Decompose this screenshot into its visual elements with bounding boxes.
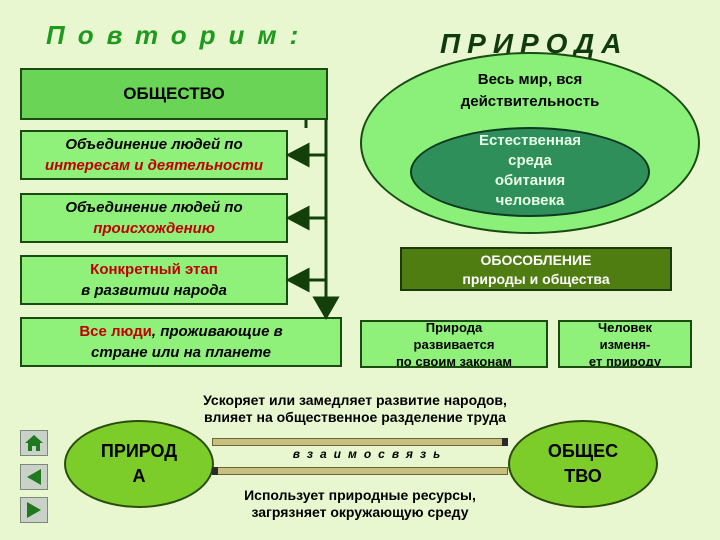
small-box-line: изменя- — [599, 337, 651, 352]
bar-arrow-cap — [212, 467, 218, 475]
home-icon — [25, 435, 43, 451]
definition-line: Конкретный этап — [90, 261, 218, 278]
human-changes-nature-box: Человек изменя- ет природу — [558, 320, 692, 368]
nature-inner-line: среда — [508, 152, 552, 169]
home-button[interactable] — [20, 430, 48, 456]
triangle-right-icon — [27, 502, 41, 518]
definition-line: , проживающие в — [151, 323, 283, 340]
small-box-line: развивается — [413, 337, 495, 352]
small-box-line: Человек — [598, 320, 652, 335]
definition-line: Объединение людей по — [65, 199, 243, 216]
society-ellipse: ОБЩЕС ТВО — [508, 420, 658, 508]
society-definition-stage: Конкретный этап в развитии народа — [20, 255, 288, 305]
note-line: Использует природные ресурсы, — [244, 487, 476, 503]
nature-inner-line: обитания — [494, 172, 566, 189]
ellipse-line: А — [132, 466, 146, 486]
society-definition-origin: Объединение людей по происхождению — [20, 193, 288, 243]
nature-inner-ellipse — [410, 127, 650, 217]
note-line: загрязняет окружающую среду — [251, 504, 469, 520]
nature-inner-line: Естественная — [478, 132, 582, 149]
interlink-label: взаимосвязь — [292, 447, 448, 461]
definition-line: Все люди — [79, 323, 152, 340]
back-button[interactable] — [20, 464, 48, 490]
nature-outer-text: Весь мир, вся действительность — [410, 69, 650, 113]
forward-button[interactable] — [20, 497, 48, 523]
nature-ellipse: ПРИРОД А — [64, 420, 214, 508]
triangle-left-icon — [27, 469, 41, 485]
separation-line: ОБОСОБЛЕНИЕ — [480, 252, 592, 268]
interaction-bottom-note: Использует природные ресурсы, загрязняет… — [170, 487, 550, 521]
nature-outer-line: действительность — [460, 93, 600, 110]
definition-line: Объединение людей по — [65, 136, 243, 153]
top-link-bar — [212, 438, 508, 446]
small-box-line: Природа — [425, 320, 483, 335]
definition-line: происхождению — [93, 220, 215, 237]
arrow-to-def4 — [312, 296, 340, 320]
small-box-line: ет природу — [588, 354, 662, 368]
ellipse-line: ТВО — [564, 466, 602, 486]
separation-line: природы и общества — [462, 271, 610, 287]
society-definition-interests: Объединение людей по интересам и деятельн… — [20, 130, 288, 180]
arrow-to-def2 — [285, 205, 310, 231]
society-definition-all-people: Все люди, проживающие в стране или на пла… — [20, 317, 342, 367]
nature-own-laws-box: Природа развивается по своим законам — [360, 320, 548, 368]
small-box-line: по своим законам — [395, 354, 513, 368]
interaction-top-note: Ускоряет или замедляет развитие народов,… — [165, 392, 545, 426]
page-title: Повторим: — [46, 20, 312, 50]
arrow-to-def1 — [285, 142, 310, 168]
definition-line: стране или на планете — [91, 344, 271, 361]
society-header: ОБЩЕСТВО — [20, 68, 328, 120]
nature-inner-text: Естественная среда обитания человека — [440, 131, 620, 211]
bottom-link-bar — [212, 467, 508, 475]
arrow-to-def3 — [285, 267, 310, 293]
separation-box: ОБОСОБЛЕНИЕ природы и общества — [400, 247, 672, 291]
ellipse-line: ПРИРОД — [100, 441, 178, 461]
nature-inner-line: человека — [495, 192, 565, 209]
note-line: влияет на общественное разделение труда — [204, 409, 506, 425]
note-line: Ускоряет или замедляет развитие народов, — [203, 392, 507, 408]
nature-outer-line: Весь мир, вся — [477, 71, 583, 88]
bar-arrow-cap — [502, 438, 508, 446]
ellipse-line: ОБЩЕС — [547, 441, 619, 461]
definition-line: интересам и деятельности — [44, 157, 264, 174]
definition-line: в развитии народа — [81, 282, 227, 299]
